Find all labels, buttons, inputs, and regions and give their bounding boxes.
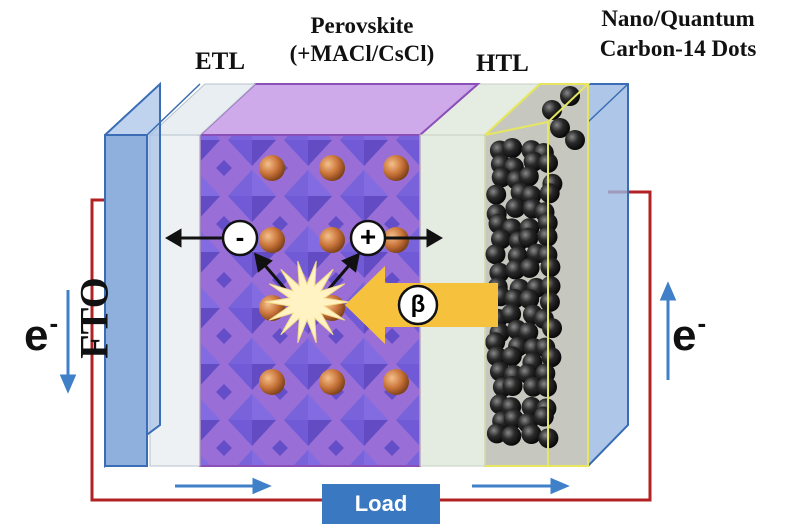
beta-symbol: β — [410, 291, 426, 318]
cation-sphere — [383, 227, 409, 253]
carbon-dot — [523, 376, 544, 397]
plus-symbol: + — [359, 221, 377, 252]
cation-sphere — [259, 369, 285, 395]
carbon-dot — [565, 130, 585, 150]
carbon-dot — [505, 197, 526, 218]
carbon-dot — [501, 346, 522, 367]
carbon-dot — [542, 100, 562, 120]
fto-label: FTO — [71, 277, 117, 359]
beta-arrow-icon — [345, 266, 498, 344]
carbon-dot — [519, 289, 540, 310]
carbon-dot — [501, 303, 522, 324]
carbon-dot — [533, 406, 554, 427]
cation-sphere — [383, 369, 409, 395]
etl-label: ETL — [195, 48, 246, 75]
minus-symbol: - — [235, 222, 245, 252]
cation-sphere — [319, 155, 345, 181]
carbon-dot — [519, 257, 540, 278]
perovskite-label-line1: Perovskite — [310, 13, 414, 38]
carbon-dot — [518, 166, 539, 187]
carbon-dots-label-line1: Nano/Quantum — [601, 6, 755, 31]
cation-sphere — [319, 369, 345, 395]
cation-sphere — [319, 227, 345, 253]
flow-arrows — [59, 281, 677, 495]
carbon-dot — [560, 86, 580, 106]
carbon-dots-layer — [481, 83, 591, 467]
carbon-dot — [521, 424, 542, 444]
carbon-dot — [502, 138, 523, 158]
electron-right-letter: e — [672, 311, 697, 360]
carbon-dot — [502, 376, 523, 396]
carbon-dot — [485, 244, 506, 265]
load-box: Load — [322, 484, 440, 524]
carbon-dot — [491, 229, 511, 250]
carbon-dot — [540, 276, 561, 297]
carbon-dot — [540, 257, 561, 278]
electron-right-label: e- — [672, 308, 706, 361]
cation-sphere — [383, 155, 409, 181]
fto-left-glass — [104, 81, 201, 468]
carbon-dot — [491, 167, 512, 188]
electron-left-letter: e — [24, 311, 49, 360]
cation-sphere — [259, 155, 285, 181]
cation-sphere — [259, 227, 285, 253]
carbon-dot — [518, 322, 539, 343]
carbon-dot — [541, 347, 562, 368]
electron-left-sup: - — [49, 308, 59, 338]
carbon-dot — [501, 425, 522, 446]
carbon-dot — [504, 288, 525, 309]
carbon-dot — [486, 184, 507, 205]
perovskite-label-line2: (+MACl/CsCl) — [289, 41, 435, 67]
hole-circle — [349, 219, 387, 257]
htl-label: HTL — [476, 50, 529, 77]
perovskite-label: Perovskite (+MACl/CsCl) — [262, 13, 462, 67]
carbon-dots-label-line2: Carbon-14 Dots — [599, 36, 757, 62]
carbon-dot — [539, 183, 560, 204]
carbon-dots-label: Nano/Quantum Carbon-14 Dots — [558, 6, 798, 62]
carrier-arrows — [165, 228, 443, 291]
carbon-dot — [539, 291, 560, 312]
carbon-dot — [542, 318, 562, 339]
electron-circle — [221, 219, 259, 257]
carbon-dot — [486, 346, 507, 367]
carbon-dot — [550, 118, 570, 138]
starburst-icon — [264, 260, 350, 344]
electron-right-sup: - — [697, 308, 707, 338]
electron-left-label: e- — [24, 308, 58, 361]
carbon-dot — [518, 227, 539, 248]
